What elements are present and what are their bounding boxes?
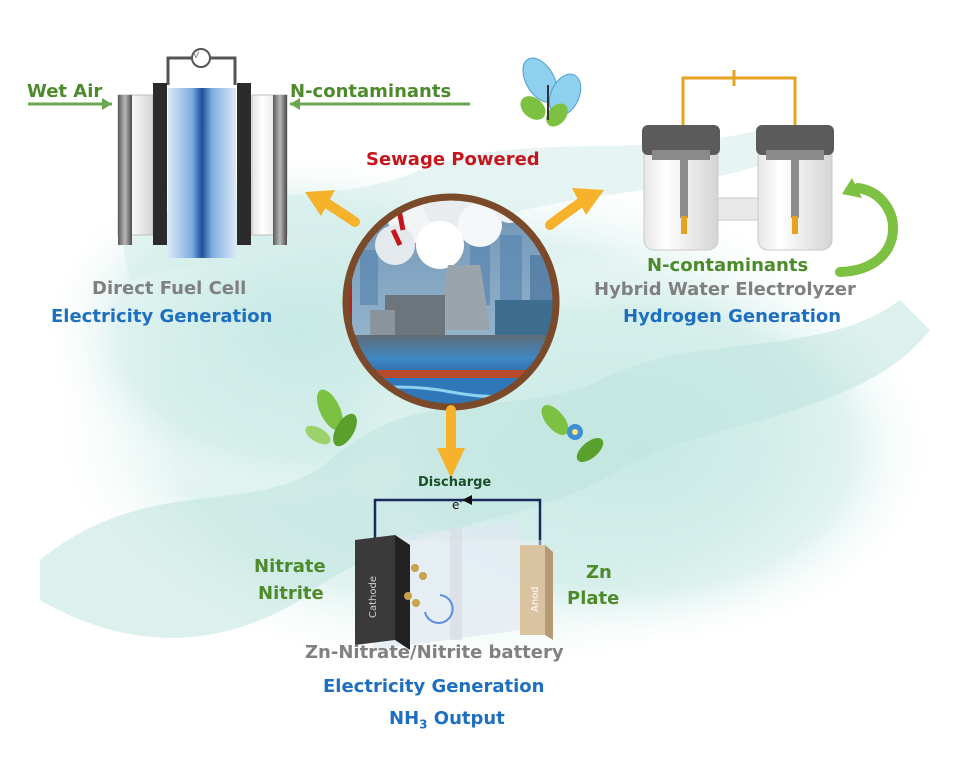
arrow-to-fuel-cell-icon (305, 190, 335, 216)
fuel-cell-name: Direct Fuel Cell (92, 278, 247, 299)
sewage-circle (305, 188, 604, 478)
hybrid-water-electrolyzer (642, 70, 898, 277)
fuel-cell-output: Electricity Generation (51, 306, 273, 327)
electrolyzer-n-contaminants-label: N-contaminants (647, 255, 809, 276)
recycle-arrow-head-icon (842, 178, 862, 198)
arrow-to-electrolyzer-icon (572, 188, 604, 215)
plate-label: Plate (567, 588, 620, 609)
battery-separator (450, 528, 462, 640)
zn-nitrate-battery (355, 495, 553, 650)
nitrite-label: Nitrite (258, 583, 324, 604)
electron-label: e- (452, 497, 463, 512)
fuel-cell-n-contaminants-label: N-contaminants (290, 81, 452, 102)
nitrate-label: Nitrate (254, 556, 326, 577)
zn-label: Zn (586, 562, 612, 583)
wet-air-label: Wet Air (27, 81, 103, 102)
flower-right-icon (541, 405, 604, 462)
discharge-label: Discharge (418, 475, 492, 490)
electrolyzer-membrane (717, 197, 759, 221)
electrolyzer-output: Hydrogen Generation (623, 306, 842, 327)
recycle-arrow (835, 183, 898, 277)
fuel-cell-membrane (168, 88, 236, 258)
battery-name: Zn-Nitrate/Nitrite battery (305, 642, 564, 663)
anode-label: Anod (530, 586, 541, 612)
n-contaminants-arrow-icon (290, 98, 300, 110)
cathode-label: Cathode (368, 576, 379, 618)
arrow-to-battery-icon (437, 448, 465, 478)
wet-air-arrow-icon (102, 98, 112, 110)
battery-output: Electricity Generation (323, 676, 545, 697)
voltmeter-icon (191, 48, 211, 68)
butterfly-icon (520, 57, 582, 127)
electrolyzer-name: Hybrid Water Electrolyzer (594, 279, 856, 300)
direct-fuel-cell (28, 48, 470, 258)
center-title: Sewage Powered (366, 149, 540, 170)
nh3-output: NH3 Output (389, 708, 505, 732)
voltmeter-label: V (193, 51, 200, 61)
leaves-left-icon (305, 389, 357, 447)
electron-flow-arrow-icon (462, 495, 472, 505)
